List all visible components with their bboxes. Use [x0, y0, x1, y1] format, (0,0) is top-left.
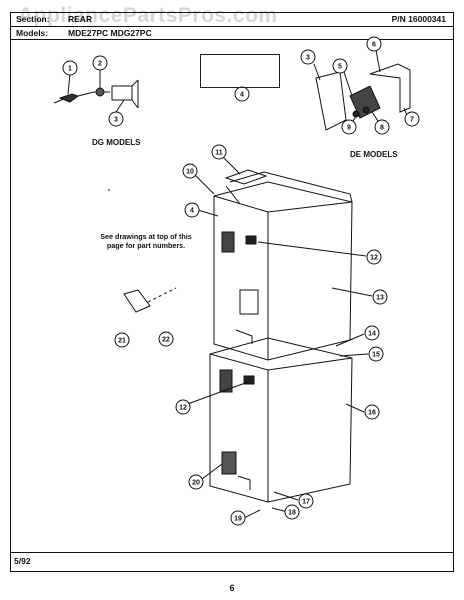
- callout-numbers: 1 2 3 4 3 5 6 7 8 9 10 11 4 12 13 14 15 …: [68, 42, 414, 523]
- callout-17: [298, 493, 314, 509]
- section-value: REAR: [68, 14, 93, 24]
- callout-1: [62, 60, 78, 76]
- callout-num: 10: [186, 169, 194, 176]
- dg-cord-assembly: [53, 79, 139, 109]
- page-frame: [10, 12, 454, 572]
- callout-7: [404, 111, 420, 127]
- callout-15: [368, 346, 384, 362]
- section-label: Section:: [16, 14, 50, 24]
- callout-num: 16: [368, 410, 376, 417]
- callout-6: [366, 36, 382, 52]
- de-terminal-block: [315, 63, 411, 131]
- callout-10: [182, 163, 198, 179]
- callout-num: 6: [372, 42, 376, 49]
- warning-label-box: [200, 54, 280, 88]
- callout-num: 5: [338, 64, 342, 71]
- callout-num: 1: [68, 66, 72, 73]
- callout-num: 2: [98, 61, 102, 68]
- callout-8: [374, 119, 390, 135]
- callout-3a: [108, 111, 124, 127]
- callout-21: [114, 332, 130, 348]
- callout-num: 18: [288, 510, 296, 517]
- page-number: 6: [229, 583, 235, 593]
- part-number: P/N 16000341: [391, 14, 446, 24]
- callout-num: 20: [192, 480, 200, 487]
- callout-num: 13: [376, 295, 384, 302]
- callout-num: 9: [347, 125, 351, 132]
- callout-markers: [62, 36, 420, 526]
- callout-13: [372, 289, 388, 305]
- callout-num: 19: [234, 516, 242, 523]
- callout-5: [332, 58, 348, 74]
- upper-cabinet: [213, 171, 353, 361]
- callout-num: 11: [215, 150, 223, 157]
- callout-18: [284, 504, 300, 520]
- footer-date: 5/92: [14, 556, 31, 566]
- callout-12a: [366, 249, 382, 265]
- callout-4b: [184, 202, 200, 218]
- models-value: MDE27PC MDG27PC: [68, 28, 152, 38]
- detail-bracket: [123, 289, 151, 313]
- callout-14: [364, 325, 380, 341]
- callout-num: 17: [302, 499, 310, 506]
- callout-9: [341, 119, 357, 135]
- callout-19: [230, 510, 246, 526]
- callout-num: 22: [162, 337, 170, 344]
- callout-12b: [175, 399, 191, 415]
- callout-11: [211, 144, 227, 160]
- callout-num: 7: [410, 117, 414, 124]
- callout-num: 4: [240, 92, 244, 99]
- callout-num: 4: [190, 208, 194, 215]
- callout-20: [188, 474, 204, 490]
- models-row: Models: MDE27PC MDG27PC: [10, 26, 454, 40]
- footer-divider: [10, 552, 454, 553]
- callout-num: 3: [306, 55, 310, 62]
- de-models-label: DE MODELS: [350, 150, 398, 159]
- callout-22: [158, 331, 174, 347]
- callout-num: 12: [370, 255, 378, 262]
- lower-cabinet: [209, 337, 353, 503]
- callout-num: 14: [368, 331, 376, 338]
- callout-num: 15: [372, 352, 380, 359]
- models-label: Models:: [16, 28, 49, 38]
- callout-3b: [300, 49, 316, 65]
- dg-models-label: DG MODELS: [92, 138, 141, 147]
- part-11-panel: [224, 169, 268, 185]
- callout-num: 8: [380, 125, 384, 132]
- callout-num: 21: [118, 338, 126, 345]
- callout-num: 3: [114, 117, 118, 124]
- callout-2: [92, 55, 108, 71]
- callout-note: See drawings at top of this page for par…: [100, 232, 192, 250]
- header-row: Section: REAR P/N 16000341: [10, 12, 454, 26]
- callout-num: 12: [179, 405, 187, 412]
- callout-16: [364, 404, 380, 420]
